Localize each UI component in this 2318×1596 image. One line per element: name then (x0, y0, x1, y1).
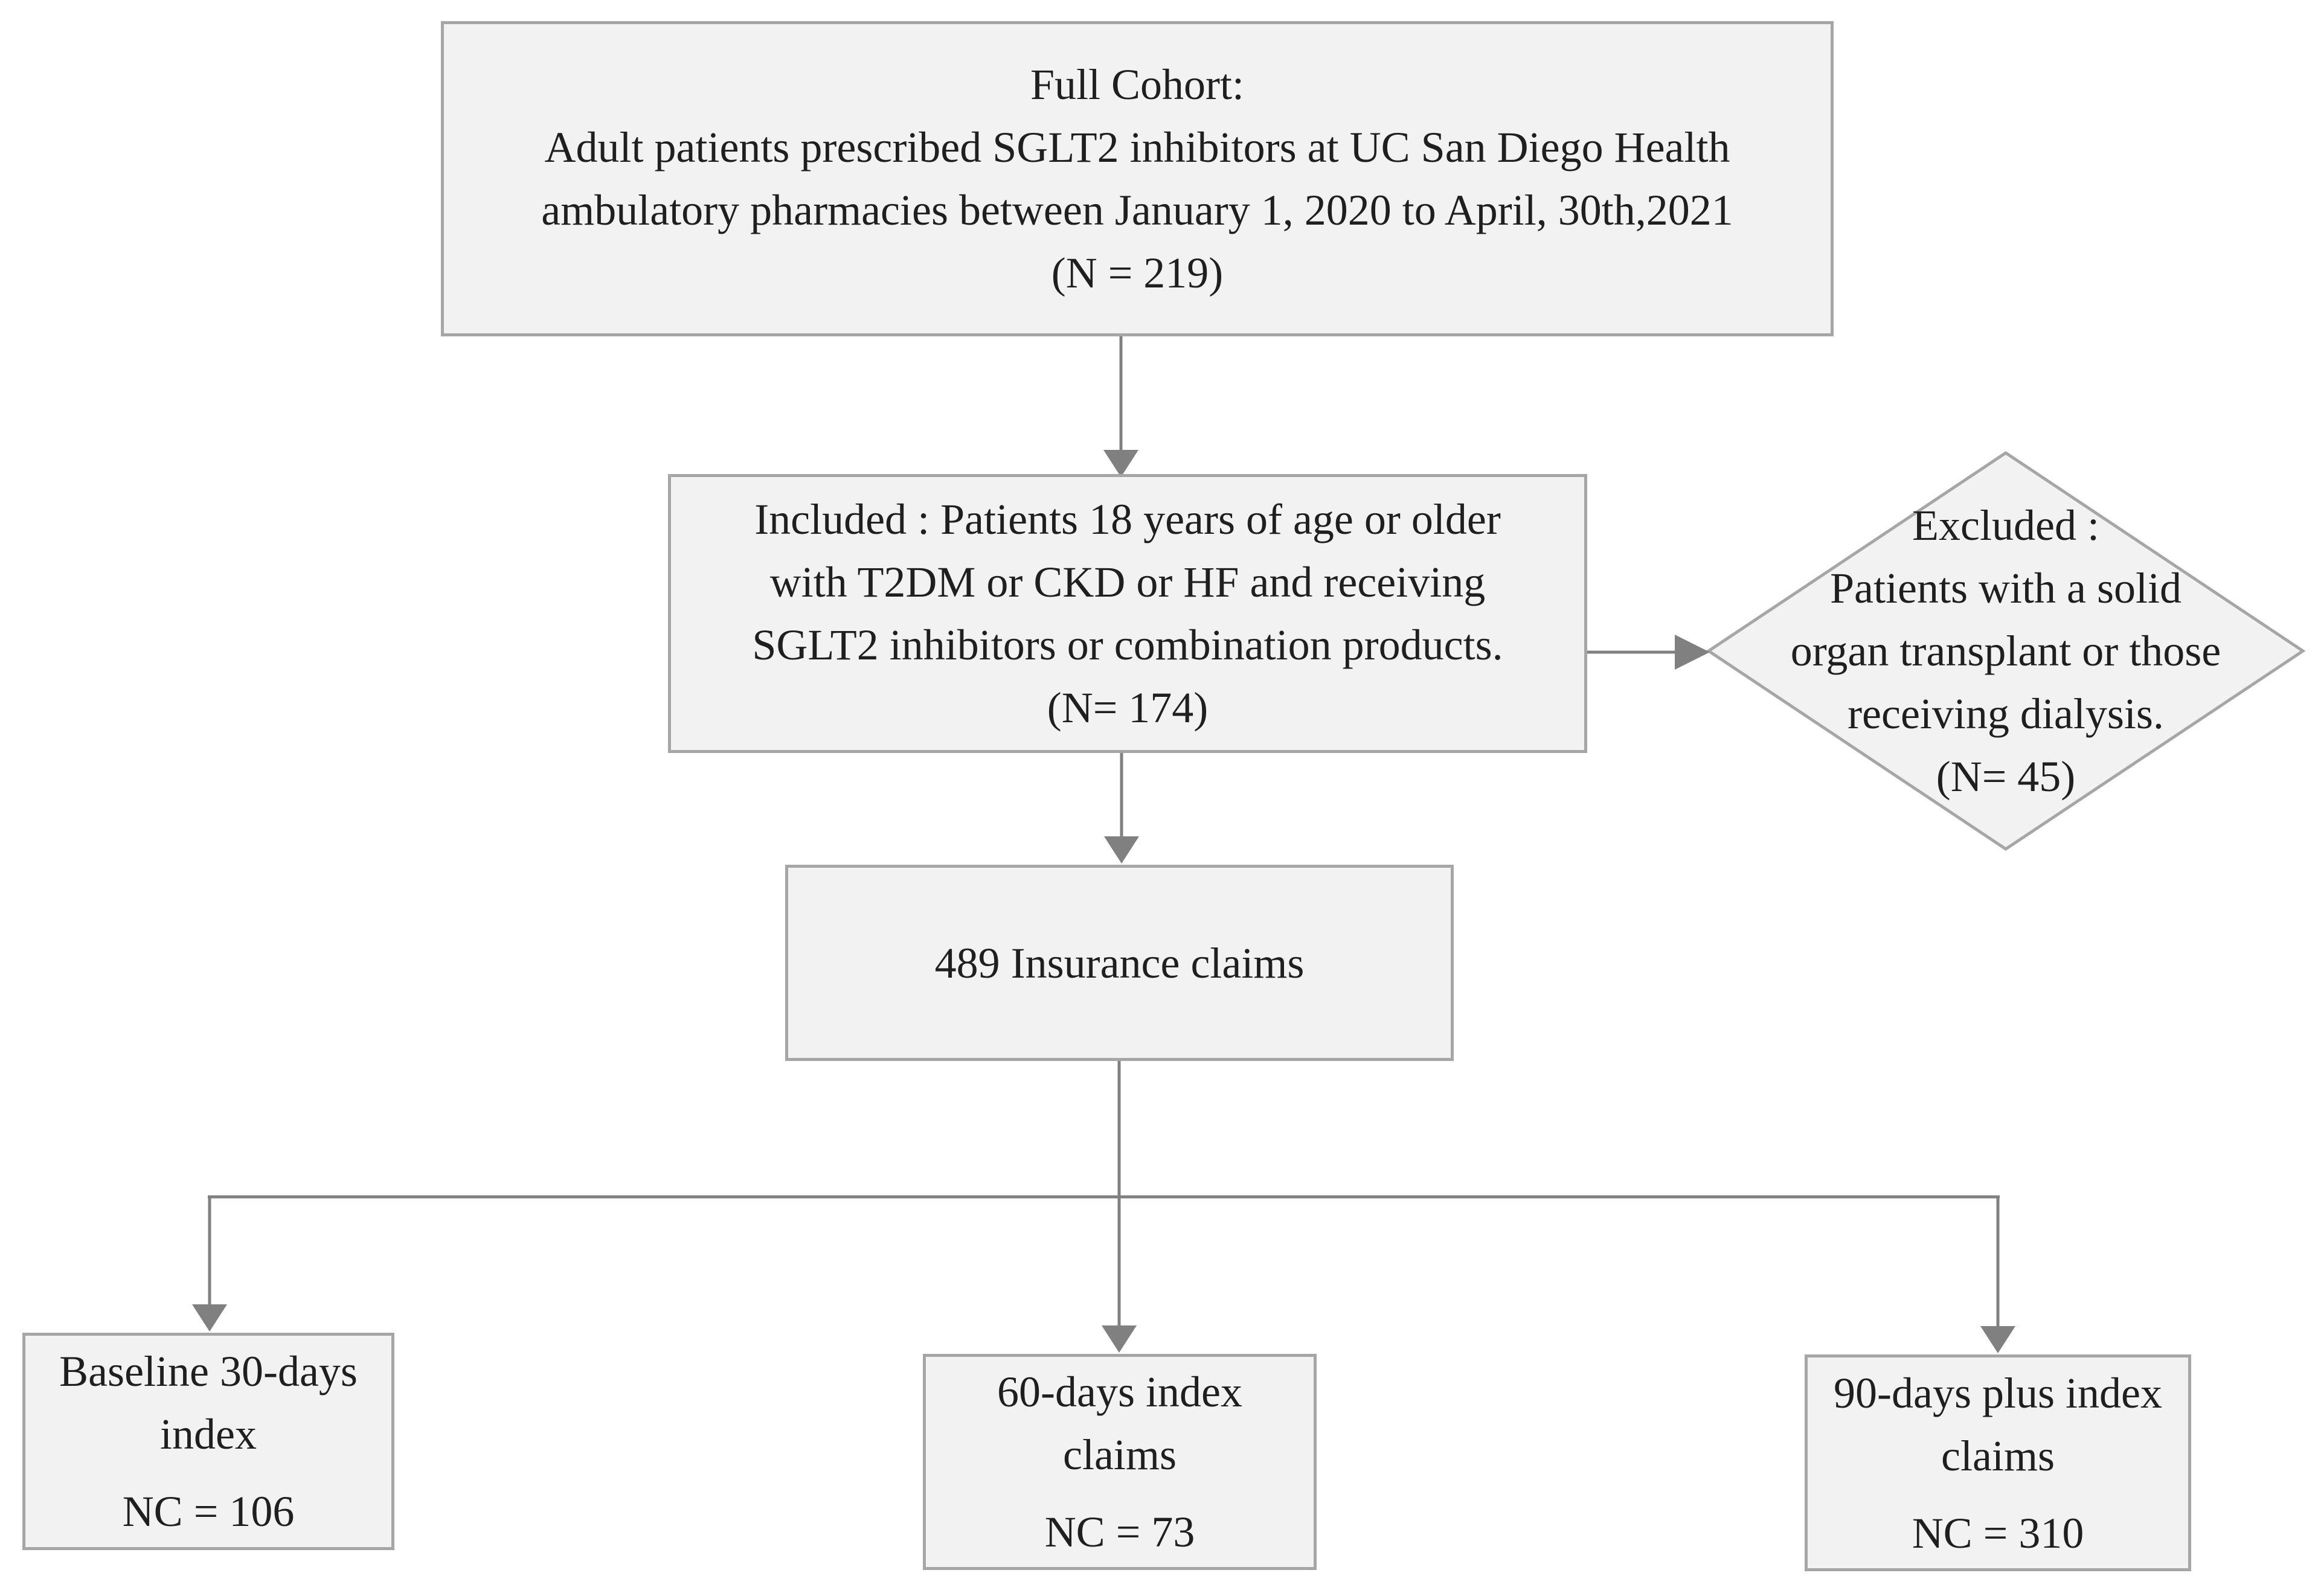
full-cohort-count: (N = 219) (1051, 249, 1224, 297)
excluded-line: Patients with a solid (1830, 564, 2182, 612)
90-days-index-line: 90-days plus index (1834, 1368, 2162, 1417)
arrow-included-to-claims-head (1104, 836, 1139, 864)
full-cohort-box: Full Cohort: Adult patients prescribed S… (441, 21, 1834, 336)
arrow-cohort-to-included-head (1103, 450, 1138, 477)
branch-left-arrow-head (192, 1304, 227, 1332)
full-cohort-line: Adult patients prescribed SGLT2 inhibito… (544, 123, 1730, 171)
included-line: SGLT2 inhibitors or combination products… (752, 621, 1503, 669)
included-line: Included : Patients 18 years of age or o… (754, 495, 1501, 543)
baseline-30-days-count: NC = 106 (122, 1487, 295, 1536)
excluded-diamond-shape (1706, 450, 2306, 851)
baseline-30-days-line: Baseline 30-days (59, 1347, 358, 1396)
baseline-30-days-line: index (160, 1410, 257, 1458)
baseline-30-days-box: Baseline 30-days index NC = 106 (22, 1333, 394, 1550)
branch-right-arrow-head (1980, 1326, 2015, 1353)
insurance-claims-box: 489 Insurance claims (785, 865, 1454, 1061)
included-box: Included : Patients 18 years of age or o… (668, 474, 1587, 753)
full-cohort-line: Full Cohort: (1030, 60, 1245, 109)
insurance-claims-text: 489 Insurance claims (934, 938, 1305, 987)
60-days-index-count: NC = 73 (1044, 1508, 1195, 1556)
excluded-line: organ transplant or those (1790, 627, 2221, 675)
excluded-line: Excluded : (1912, 501, 2099, 550)
included-count: (N= 174) (1047, 684, 1209, 732)
excluded-diamond-label: Excluded : Patients with a solid organ t… (1791, 458, 2221, 844)
branch-middle-arrow-head (1102, 1325, 1137, 1353)
90-days-index-box: 90-days plus index claims NC = 310 (1805, 1354, 2191, 1571)
included-line: with T2DM or CKD or HF and receiving (769, 558, 1486, 606)
full-cohort-line: ambulatory pharmacies between January 1,… (541, 186, 1733, 234)
90-days-index-count: NC = 310 (1912, 1508, 2084, 1557)
60-days-index-line: claims (1063, 1431, 1177, 1479)
60-days-index-box: 60-days index claims NC = 73 (923, 1354, 1317, 1570)
arrow-included-to-excluded-head (1675, 635, 1710, 670)
excluded-count: (N= 45) (1936, 752, 2076, 801)
60-days-index-line: 60-days index (997, 1368, 1242, 1416)
excluded-line: receiving dialysis. (1848, 690, 2164, 738)
90-days-index-line: claims (1941, 1431, 2055, 1480)
